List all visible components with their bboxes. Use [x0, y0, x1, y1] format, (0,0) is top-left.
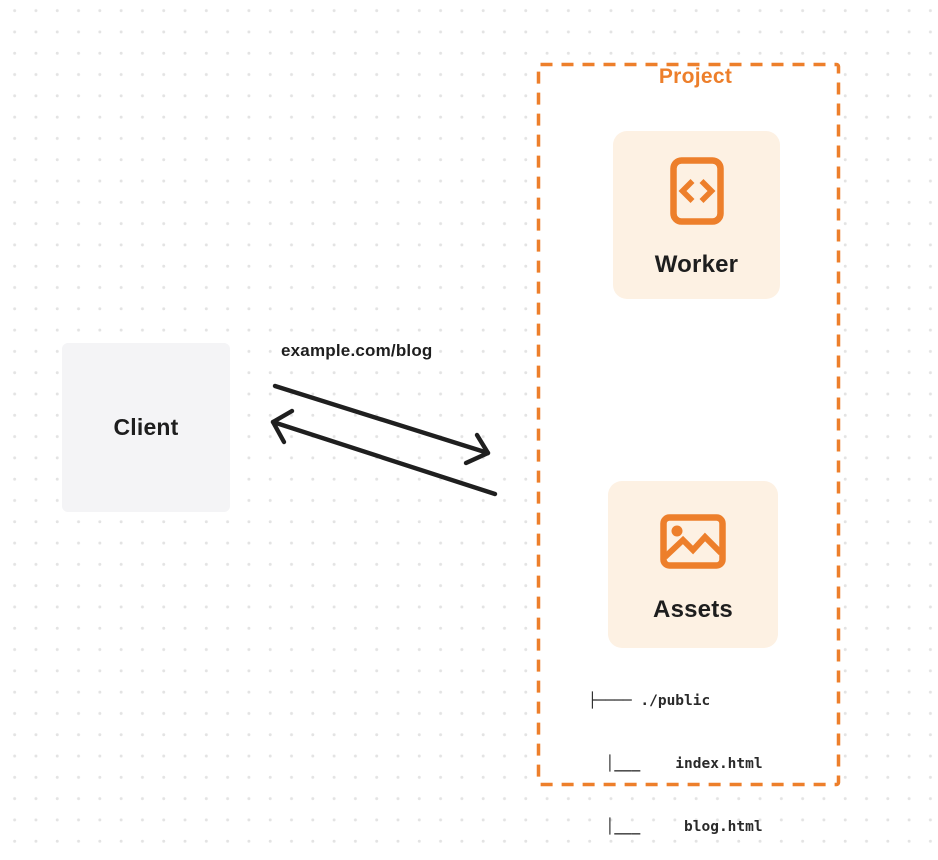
- image-icon: [660, 514, 726, 569]
- assets-label: Assets: [653, 596, 733, 623]
- file-tree-line: │___ index.html: [588, 756, 763, 772]
- client-node: Client: [62, 343, 230, 512]
- file-tree-line: ├──── ./public: [588, 693, 711, 709]
- code-document-icon: [669, 157, 724, 225]
- file-tree-line: │___ blog.html: [588, 819, 763, 835]
- request-arrow: [272, 383, 491, 466]
- response-arrow: [270, 408, 498, 497]
- client-label: Client: [113, 414, 179, 440]
- assets-node: Assets: [608, 481, 778, 648]
- worker-node: Worker: [613, 131, 780, 299]
- request-url-label: example.com/blog: [281, 341, 433, 360]
- worker-label: Worker: [654, 251, 739, 278]
- assets-file-tree: ├──── ./public │___ index.html │___ blog…: [588, 649, 763, 860]
